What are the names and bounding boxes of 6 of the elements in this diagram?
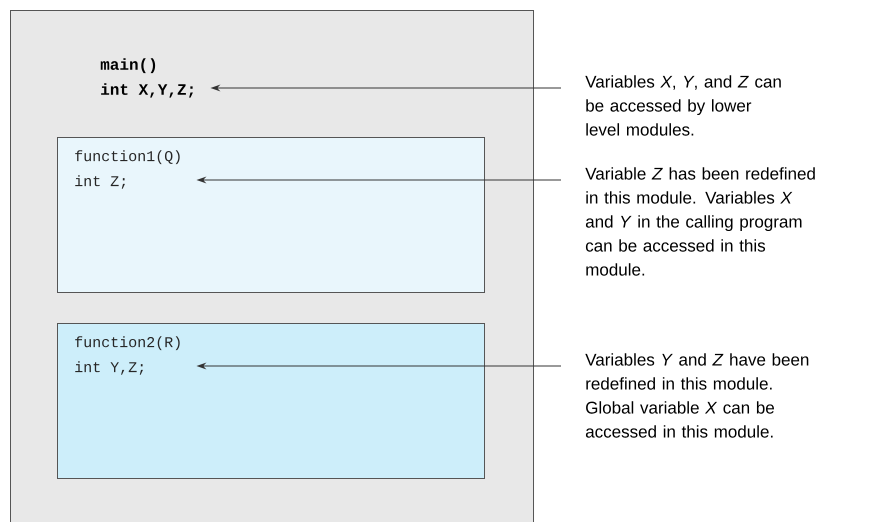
annotation-text: Variable Z has been redefined in this module. Variables X and Y in the calling program can be accessed in this module. [585, 167, 815, 276]
code-text: main() int X,Y,Z; [100, 58, 193, 98]
module-box: function2(R) int Y,Z; [57, 323, 485, 479]
annotation-text: Variables X, Y, and Z can be accessed by lower level modules. [585, 75, 781, 136]
module-box: function1(Q) int Z; [57, 137, 485, 293]
annotation-text: Variables Y and Z have been redefined in this module. Global variable X can be accessed in this module. [585, 353, 808, 438]
